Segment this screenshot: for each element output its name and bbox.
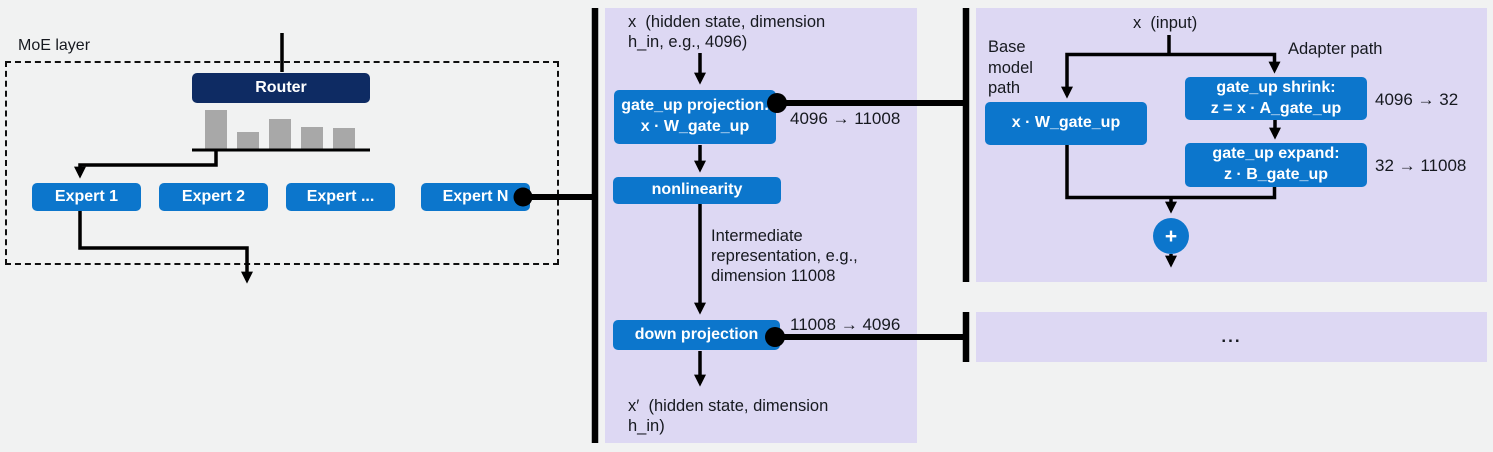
expert-ellipsis-label: Expert ... — [306, 187, 375, 205]
hidden-state-input-label: x (hidden state, dimension h_in, e.g., 4… — [628, 13, 826, 52]
expert-ellipsis-box: Expert ... — [286, 183, 395, 211]
nonlinearity-label: nonlinearity — [651, 181, 743, 199]
sum-node: + — [1153, 218, 1189, 254]
down-projection-box: down projection — [613, 320, 780, 350]
ellipsis-label: ... — [1221, 327, 1242, 346]
nonlinearity-box: nonlinearity — [613, 177, 781, 204]
gate-up-expand-box: gate_up expand: z · B_gate_up — [1185, 143, 1367, 187]
router-weights-bar-chart — [205, 110, 365, 150]
hidden-state-output-label: x′ (hidden state, dimension h_in) — [628, 397, 829, 436]
gate-up-dims-label: 4096 → 11008 — [790, 109, 901, 128]
shrink-dims-label: 4096 → 32 — [1375, 90, 1459, 109]
gate-up-projection-label: gate_up projection. x · W_gate_up — [621, 97, 769, 135]
router-box: Router — [192, 73, 370, 103]
expert-2-box: Expert 2 — [159, 183, 268, 211]
router-label: Router — [255, 78, 307, 96]
expert-1-label: Expert 1 — [54, 187, 119, 205]
adapter-input-label: x (input) — [1133, 14, 1198, 32]
base-matmul-box: x · W_gate_up — [985, 102, 1147, 145]
router-weight-bar — [237, 132, 259, 150]
router-weight-bar — [301, 127, 323, 150]
expert-2-label: Expert 2 — [181, 187, 246, 205]
router-weight-bar — [333, 128, 355, 150]
plus-icon: + — [1164, 224, 1178, 248]
base-model-path-label: Base model path — [988, 38, 1033, 98]
moe-layer-label: MoE layer — [18, 37, 91, 54]
intermediate-representation-label: Intermediate representation, e.g., dimen… — [711, 227, 858, 286]
expert-1-box: Expert 1 — [32, 183, 141, 211]
router-weight-bar — [269, 119, 291, 150]
down-dims-label: 11008 → 4096 — [790, 315, 901, 334]
adapter-path-label: Adapter path — [1288, 40, 1383, 58]
expert-n-label: Expert N — [442, 187, 509, 205]
expand-dims-label: 32 → 11008 — [1375, 156, 1467, 175]
gate-up-expand-label: gate_up expand: z · B_gate_up — [1212, 145, 1340, 183]
gate-up-projection-box: gate_up projection. x · W_gate_up — [614, 90, 776, 144]
more-adapters-panel: ... — [976, 312, 1487, 362]
gate-up-shrink-label: gate_up shrink: z = x · A_gate_up — [1210, 78, 1342, 117]
expert-n-box: Expert N — [421, 183, 530, 211]
down-projection-label: down projection — [634, 325, 759, 343]
gate-up-shrink-box: gate_up shrink: z = x · A_gate_up — [1185, 77, 1367, 120]
router-weight-bar — [205, 110, 227, 150]
base-matmul-label: x · W_gate_up — [1011, 114, 1121, 132]
expert-internals-panel — [605, 8, 917, 443]
